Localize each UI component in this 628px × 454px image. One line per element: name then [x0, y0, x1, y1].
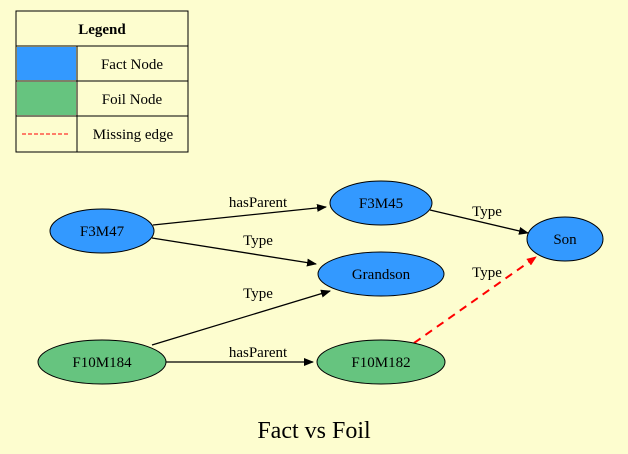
- edge-label-f3m45-son: Type: [472, 204, 502, 220]
- legend-foil-swatch: [17, 82, 76, 115]
- edge-f10m182-son-missing: [413, 256, 537, 344]
- nodes: F3M47 F3M45 Son Grandson F10M184 F10M182: [37, 180, 604, 385]
- diagram-caption: Fact vs Foil: [257, 418, 371, 444]
- edge-label-f10m184-grandson: Type: [243, 286, 273, 302]
- edge-label-f3m47-grandson: Type: [243, 233, 273, 249]
- legend: Legend Fact Node Foil Node Missing edge: [15, 10, 189, 153]
- edge-f10m184-grandson: [151, 289, 331, 346]
- edge-f3m47-grandson: [151, 237, 317, 267]
- node-f10m184[interactable]: F10M184: [37, 339, 167, 385]
- edge-label-f10m182-son: Type: [472, 265, 502, 281]
- node-f10m182[interactable]: F10M182: [316, 339, 446, 385]
- edge-label-f10m184-f10m182: hasParent: [229, 345, 288, 361]
- node-son[interactable]: Son: [526, 216, 604, 262]
- node-grandson-label: Grandson: [352, 267, 411, 283]
- legend-title: Legend: [78, 22, 126, 38]
- node-f3m45-label: F3M45: [359, 196, 403, 212]
- edges: hasParent Type Type Type hasParent Type: [151, 195, 537, 366]
- node-f3m47-shape: [49, 208, 155, 254]
- legend-fact-swatch: [17, 47, 76, 80]
- node-son-label: Son: [553, 232, 577, 248]
- legend-fact-label: Fact Node: [101, 57, 163, 73]
- node-f10m182-shape: [316, 339, 446, 385]
- node-son-shape: [526, 216, 604, 262]
- node-f10m184-shape: [37, 339, 167, 385]
- node-f10m184-label: F10M184: [72, 355, 132, 371]
- legend-foil-label: Foil Node: [102, 92, 163, 108]
- node-f10m182-label: F10M182: [351, 355, 410, 371]
- edge-f3m45-son: [429, 209, 529, 235]
- node-f3m45-shape: [329, 180, 433, 226]
- node-grandson[interactable]: Grandson: [317, 251, 445, 297]
- node-f3m47-label: F3M47: [80, 224, 125, 240]
- node-grandson-shape: [317, 251, 445, 297]
- legend-missing-label: Missing edge: [93, 127, 174, 143]
- node-f3m47[interactable]: F3M47: [49, 208, 155, 254]
- edge-label-f3m47-f3m45: hasParent: [229, 195, 288, 211]
- edge-f3m47-f3m45: [152, 203, 327, 226]
- node-f3m45[interactable]: F3M45: [329, 180, 433, 226]
